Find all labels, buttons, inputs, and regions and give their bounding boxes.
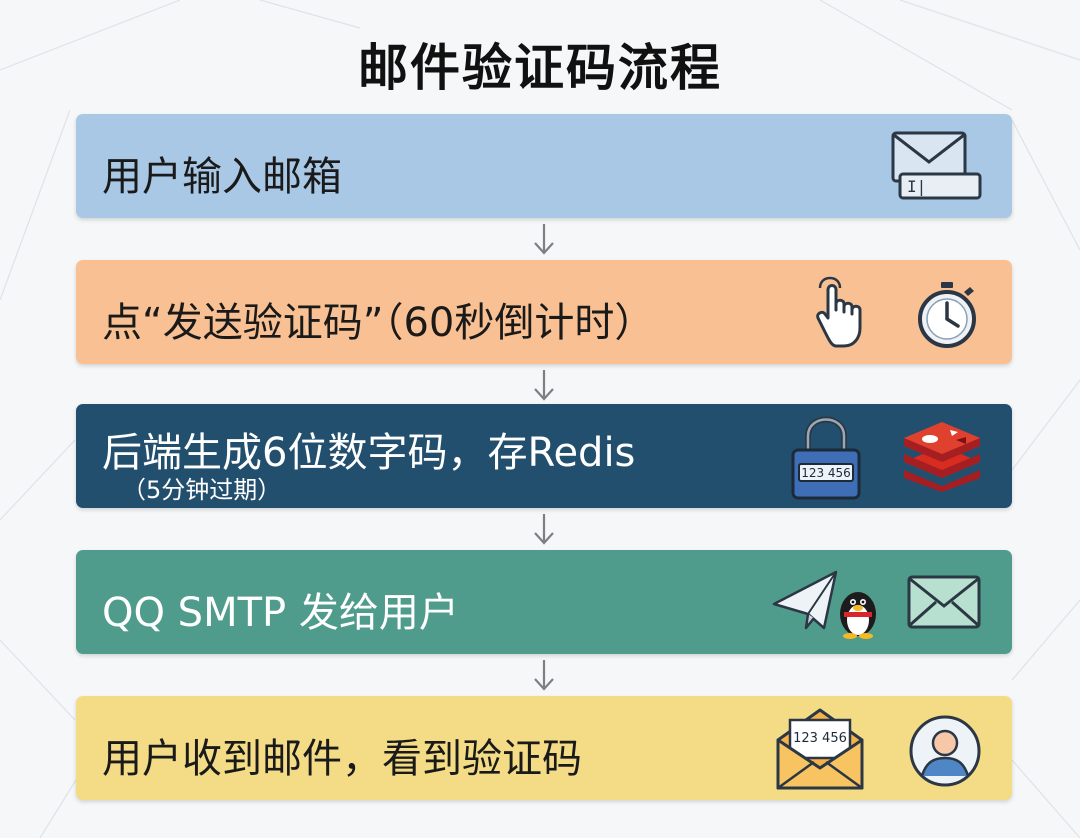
tap-hand-icon: [816, 276, 862, 348]
padlock-code-icon: 123 456: [791, 416, 861, 500]
step-receive-email: 用户收到邮件，看到验证码 123 456: [76, 696, 1012, 800]
step-label: QQ SMTP 发给用户: [102, 590, 459, 636]
paper-plane-penguin-icon: [772, 570, 876, 639]
flow-arrow: [534, 370, 554, 401]
flow-arrow: [534, 660, 554, 691]
step-label: 用户收到邮件，看到验证码: [102, 736, 582, 782]
letter-code-text: 123 456: [793, 731, 847, 746]
step-sublabel: （5分钟过期）: [122, 476, 282, 504]
step-send-code: 点“发送验证码”（60秒倒计时）: [76, 260, 1012, 364]
stopwatch-icon: [918, 282, 976, 348]
flow-arrow: [534, 514, 554, 545]
cursor-text: I|: [907, 177, 926, 196]
redis-icon: [904, 422, 980, 492]
step-label: 后端生成6位数字码，存Redis: [102, 430, 636, 476]
page-title: 邮件验证码流程: [358, 39, 722, 97]
open-envelope-code-icon: 123 456: [776, 708, 864, 790]
user-avatar-icon: [909, 715, 981, 787]
step-smtp-send: QQ SMTP 发给用户: [76, 550, 1012, 654]
envelope-icon: [907, 575, 981, 629]
lock-code-text: 123 456: [801, 466, 851, 480]
email-input-icon: I|: [891, 131, 982, 200]
step-label: 点“发送验证码”（60秒倒计时）: [102, 300, 655, 346]
step-enter-email: 用户输入邮箱 I|: [76, 114, 1012, 218]
step-generate-code: 后端生成6位数字码，存Redis （5分钟过期） 123 456: [76, 404, 1012, 508]
flow-arrow: [534, 224, 554, 255]
step-label: 用户输入邮箱: [102, 154, 342, 200]
